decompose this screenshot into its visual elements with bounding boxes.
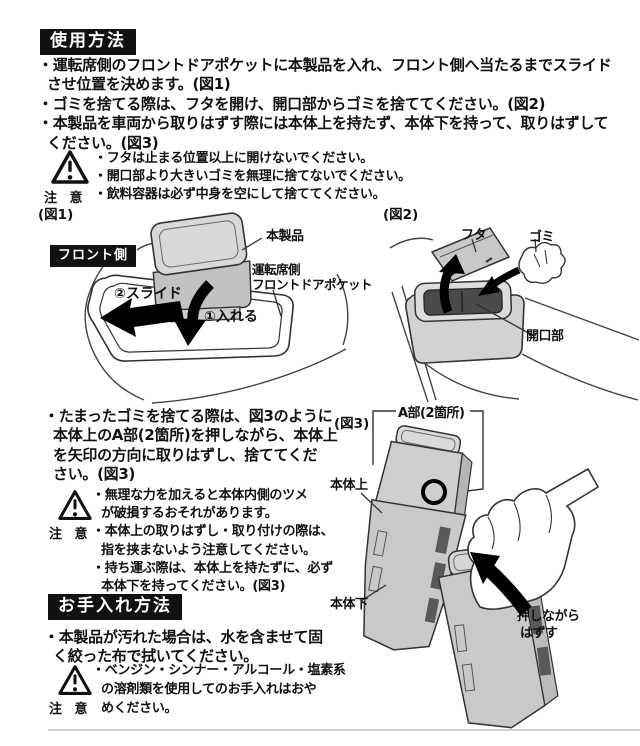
insert-arrow <box>173 280 214 346</box>
fig1-illustration <box>84 212 349 404</box>
fig1-caption: (図1) <box>38 207 74 223</box>
caution-line: めください。 <box>101 700 178 716</box>
caution-label: 注 意 <box>49 702 92 717</box>
pocket-label-line2: フロントドアポケット <box>252 277 373 292</box>
caution-line: ・ベンジン・シンナー・アルコール・塩素系 <box>92 663 346 678</box>
caution1-text: ・フタは止まる位置以上に開けないでください。 ・開口部より大きいゴミを無理に捨て… <box>94 150 411 205</box>
fig3-caption: (図3) <box>334 416 370 432</box>
caution-line: 指を挟まないよう注意してください。 <box>101 542 316 558</box>
removal-line: さい。(図3) <box>53 465 136 484</box>
fig1-pointer-lines <box>241 237 282 317</box>
fig3-pointer-lines <box>360 492 387 602</box>
a-part-circle <box>421 479 447 505</box>
usage-line: ・運転席側のフロントドアポケットに本製品を入れ、フロント側へ当たるまでスライド <box>38 56 612 74</box>
fig3-illustration <box>360 410 600 729</box>
caution-line: ・フタは止まる位置以上に開けないでください。 <box>94 151 374 166</box>
caution2-text: ・無理な力を加えると本体内側のツメ が破損するおそれがあります。 ・本体上の取り… <box>92 487 334 596</box>
push-remove-label-line1: 押しながら <box>517 609 580 624</box>
front-side-tag: フロント側 <box>50 245 137 267</box>
caution-label: 注 意 <box>44 191 87 206</box>
lower-body-label: 本体下 <box>330 597 368 612</box>
slide-arrow <box>100 298 184 337</box>
a-part-label: A部(2箇所) <box>398 406 465 421</box>
throw-arrow <box>478 266 521 296</box>
trash-label: ゴミ <box>529 230 555 245</box>
fig2-illustration <box>389 227 640 403</box>
care-line: く絞った布で拭いてください。 <box>53 647 258 666</box>
step-insert-label: ①入れる <box>204 309 258 325</box>
care-instructions: ・本製品が汚れた場合は、水を含ませて固 く絞った布で拭いてください。 <box>44 628 323 667</box>
usage-line: させ位置を決めます。(図1) <box>47 75 231 94</box>
caution-line: ・無理な力を加えると本体内側のツメ <box>92 488 308 503</box>
lid-label: フタ <box>461 228 487 243</box>
pocket-label-line1: 運転席側 <box>252 262 301 277</box>
removal-line: を矢印の方向に取りはずし、捨ててくだ <box>53 445 318 464</box>
warning-triangle-icon <box>58 665 92 695</box>
caution-line: ・開口部より大きいゴミを無理に捨てないでください。 <box>94 169 411 185</box>
product-label: 本製品 <box>266 229 304 244</box>
caution-line: が破損するおそれがあります。 <box>101 506 278 522</box>
caution-line: ・飲料容器は必ず中身を空にして捨ててください。 <box>94 187 386 203</box>
lid-open-arrow <box>439 254 465 314</box>
caution-label: 注 意 <box>49 527 92 542</box>
usage-line: ・ゴミを捨てる際は、フタを開け、開口部からゴミを捨ててください。(図2) <box>38 94 546 113</box>
opening-label: 開口部 <box>526 329 564 344</box>
warning-triangle-icon <box>51 150 89 184</box>
caution-line: ・本体上の取りはずし・取り付けの際は、 <box>92 524 334 540</box>
care-section-title: お手入れ方法 <box>48 594 182 620</box>
remove-arrow <box>470 552 532 616</box>
care-line: ・本製品が汚れた場合は、水を含ませて固 <box>44 628 323 646</box>
caution-line: の溶剤類を使用してのお手入れはおや <box>101 681 317 697</box>
caution-line: ・持ち運ぶ際は、本体上を持たずに、必ず <box>92 560 333 576</box>
fig2-caption: (図2) <box>383 207 419 223</box>
usage-line: ・本製品を車両から取りはずす際には本体上を持たず、本体下を持って、取りはずして <box>38 114 609 133</box>
usage-section-title: 使用方法 <box>40 29 136 55</box>
usage-instructions: ・運転席側のフロントドアポケットに本製品を入れ、フロント側へ当たるまでスライド … <box>38 56 612 153</box>
removal-instructions: ・たまったゴミを捨てる際は、図3のように 本体上のA部(2箇所)を押しながら、本… <box>44 407 338 485</box>
upper-body-label: 本体上 <box>330 478 368 493</box>
hand-illustration <box>467 467 600 610</box>
fig2-pointer-lines <box>471 238 537 337</box>
caution-line: 本体下を持ってください。(図3) <box>101 579 286 595</box>
trash-illustration <box>518 241 566 285</box>
usage-line: ください。(図3) <box>47 133 159 152</box>
step-slide-label: ②スライド <box>114 286 182 302</box>
bottom-divider <box>48 729 640 731</box>
push-remove-label-line2: はずす <box>520 626 558 641</box>
caution3-text: ・ベンジン・シンナー・アルコール・塩素系 の溶剤類を使用してのお手入れはおや め… <box>92 662 346 718</box>
removal-line: ・たまったゴミを捨てる際は、図3のように <box>44 407 333 425</box>
warning-triangle-icon <box>58 490 92 520</box>
removal-line: 本体上のA部(2箇所)を押しながら、本体上 <box>53 426 338 445</box>
